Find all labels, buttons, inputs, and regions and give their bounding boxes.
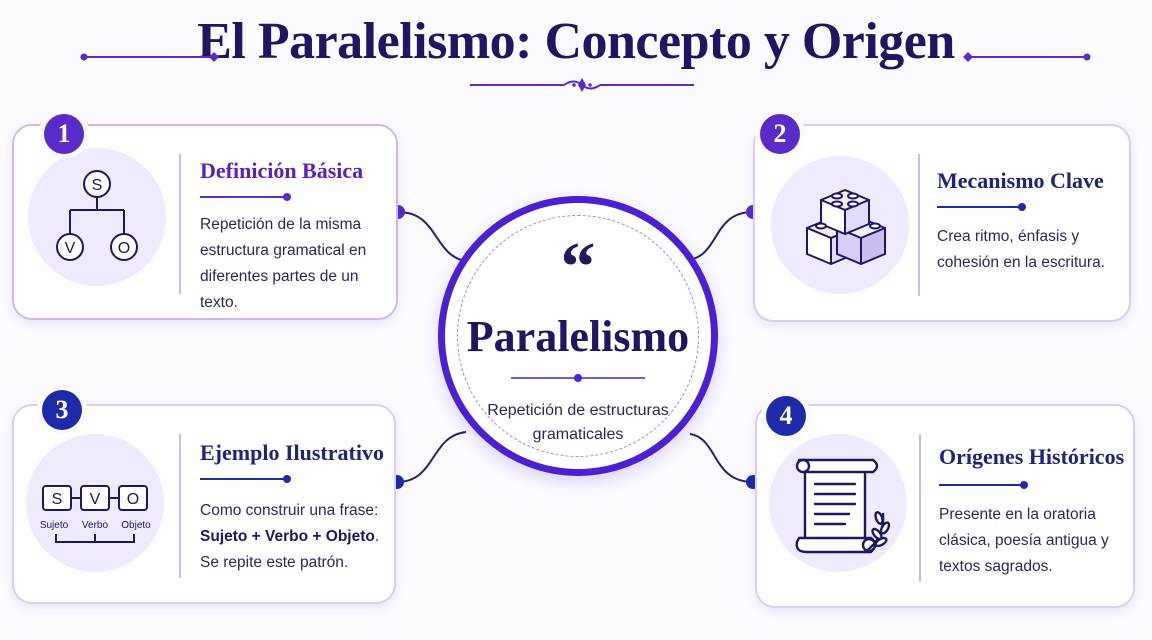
icon-circle: S V O xyxy=(28,148,166,286)
card-body-intro: Como construir una frase: xyxy=(200,502,379,519)
svo-box-letter: V xyxy=(90,491,101,508)
svo-tree-letter: V xyxy=(65,240,76,257)
title-underline xyxy=(200,193,291,201)
title-ornament-right xyxy=(963,52,1091,62)
card-title: Mecanismo Clave xyxy=(937,168,1104,193)
card-title: Ejemplo Ilustrativo xyxy=(200,440,384,465)
card-body-outro: Se repite este patrón. xyxy=(200,554,349,571)
card-divider xyxy=(179,434,181,578)
card-title: Orígenes Históricos xyxy=(939,444,1125,469)
center-dashed-ring xyxy=(457,215,699,457)
center-title: Paralelismo xyxy=(466,312,690,361)
page-title: El Paralelismo: Concepto y Origen xyxy=(197,13,955,70)
svo-box-label: Objeto xyxy=(121,520,151,531)
card-mecanismo: Mecanismo Clave Crea ritmo, énfasis y co… xyxy=(753,124,1131,322)
card-title: Definición Básica xyxy=(200,158,364,183)
svo-tree-icon: S V O xyxy=(56,170,138,261)
card-divider xyxy=(919,434,921,582)
center-divider xyxy=(511,374,645,382)
center-subtitle: Repetición de estructuras gramaticales xyxy=(487,402,669,443)
svo-box-label: Verbo xyxy=(82,520,109,531)
card-origenes: Orígenes Históricos Presente en la orato… xyxy=(755,404,1135,608)
step-badge-4: 4 xyxy=(766,396,806,436)
title-underline xyxy=(939,481,1028,489)
svo-boxes-icon: S V O Sujeto Verbo Objeto xyxy=(40,485,151,543)
card-definicion: S V O Definición Básica Repetición de la… xyxy=(12,124,398,320)
card-divider xyxy=(918,154,920,296)
card-body: Repetición de la misma estructura gramat… xyxy=(200,216,367,311)
title-ornament-left xyxy=(80,52,219,62)
svo-tree-letter: S xyxy=(92,177,103,194)
card-body-bold: Sujeto + Verbo + Objeto xyxy=(200,528,375,545)
step-badge-3: 3 xyxy=(42,390,82,430)
scroll-laurel-icon xyxy=(795,458,891,554)
svo-tree-letter: O xyxy=(118,240,130,257)
center-node: “ Paralelismo Repetición de estructuras … xyxy=(438,196,718,476)
svo-box-label: Sujeto xyxy=(40,520,69,531)
title-underline xyxy=(200,475,291,483)
step-badge-2: 2 xyxy=(760,114,800,154)
card-body: Crea ritmo, énfasis y cohesión en la esc… xyxy=(937,228,1106,271)
svo-box-letter: O xyxy=(127,491,139,508)
card-body: Como construir una frase: Sujeto + Verbo… xyxy=(200,498,390,576)
card-body-dot: . xyxy=(374,528,380,545)
card-body: Presente en la oratoria clásica, poesía … xyxy=(939,506,1109,575)
icon-circle: S V O Sujeto Verbo Objeto xyxy=(26,434,164,572)
title-divider-ornament xyxy=(470,78,694,92)
step-badge-1: 1 xyxy=(44,114,84,154)
icon-circle xyxy=(769,434,907,572)
quote-icon: “ xyxy=(560,229,596,306)
title-underline xyxy=(937,203,1026,211)
card-ejemplo: S V O Sujeto Verbo Objeto Ejemplo Ilustr… xyxy=(12,404,396,604)
building-blocks-icon xyxy=(806,189,886,265)
icon-circle xyxy=(771,156,909,294)
svo-box-letter: S xyxy=(52,491,63,508)
card-divider xyxy=(179,154,181,294)
